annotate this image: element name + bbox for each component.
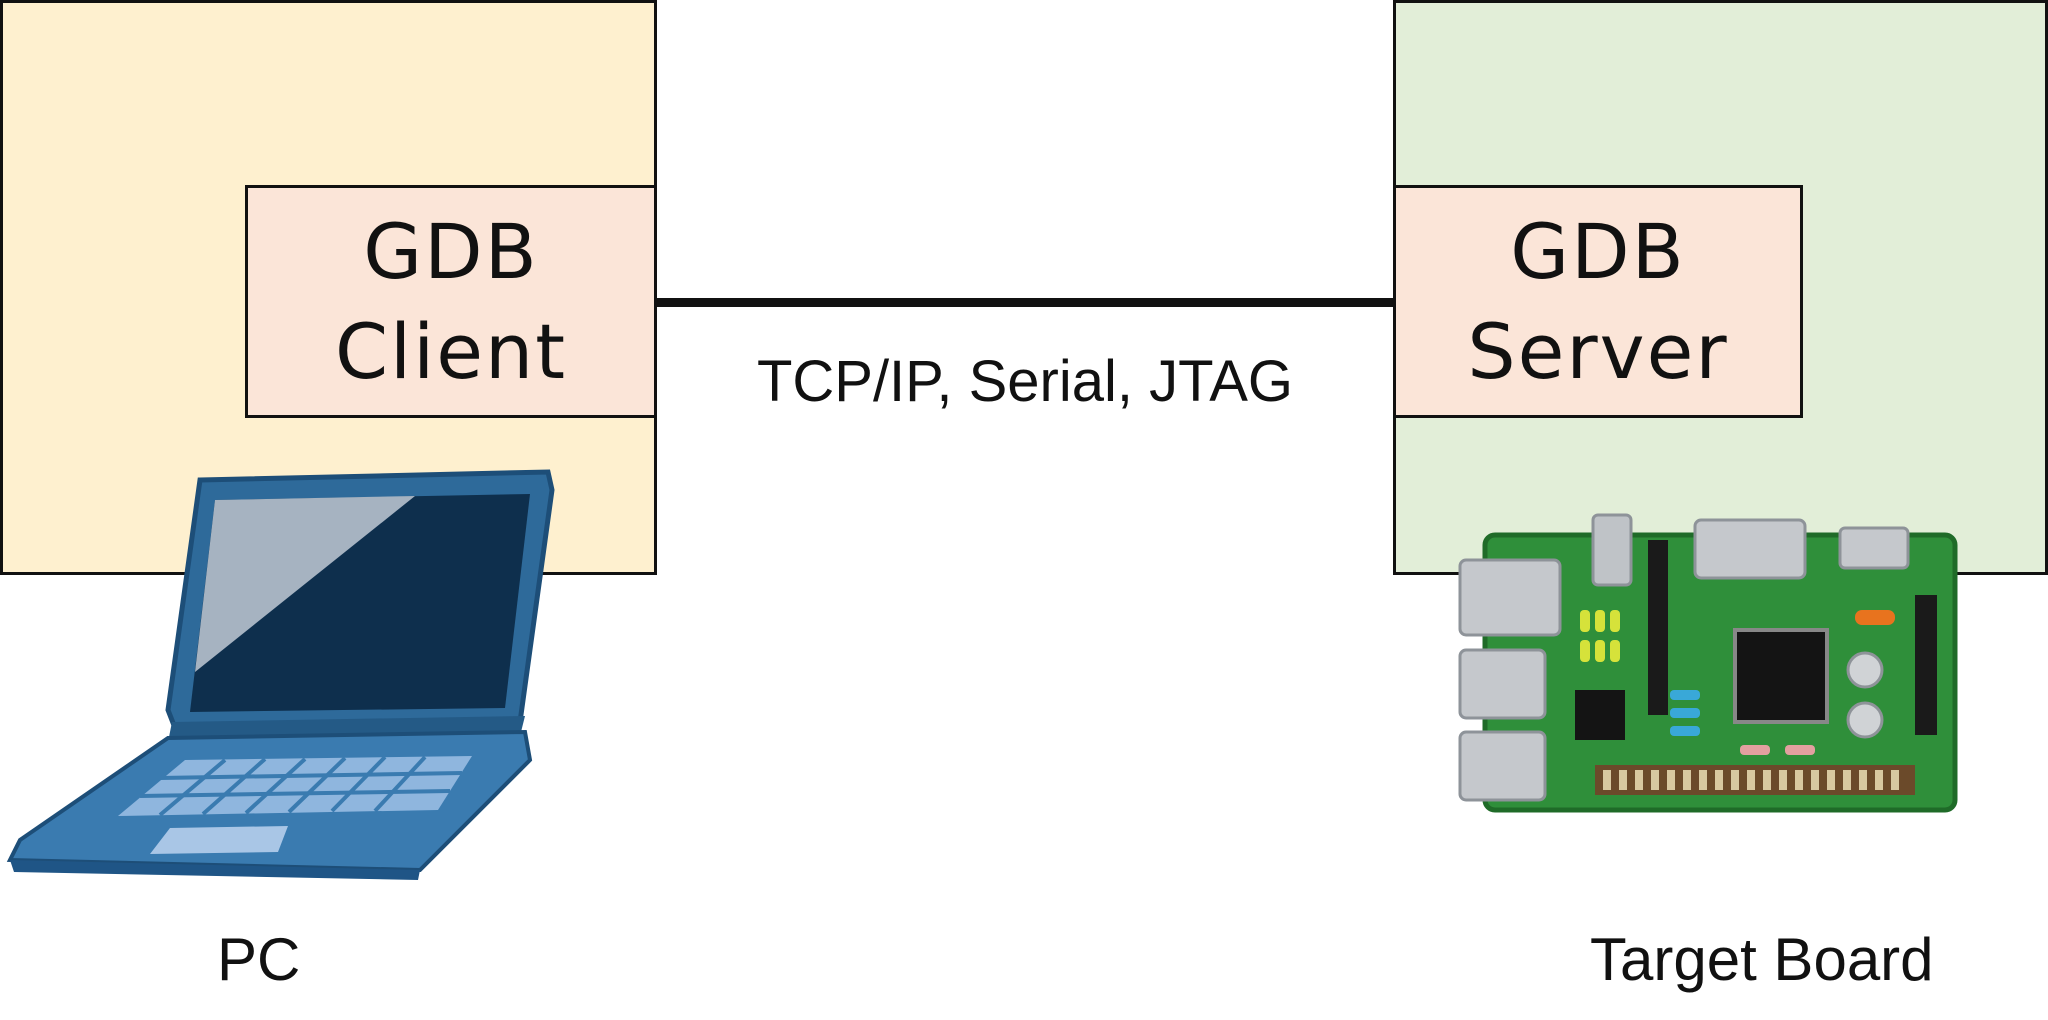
pc-caption: PC: [217, 926, 301, 993]
laptop-icon: [6, 469, 555, 880]
gdb-server-title: GDB: [1510, 206, 1686, 296]
target-board-caption: Target Board: [1590, 926, 1934, 993]
gdb-client-title: GDB: [363, 206, 539, 296]
gdb-server-box: GDB Server: [1393, 185, 1803, 418]
gdb-client-subtitle: Client: [334, 306, 568, 396]
gdb-server-subtitle: Server: [1467, 306, 1729, 396]
connection-label: TCP/IP, Serial, JTAG: [756, 349, 1294, 414]
connection-line: [657, 298, 1393, 307]
circuit-board-icon: [1458, 513, 1958, 813]
gdb-client-box: GDB Client: [245, 185, 657, 418]
